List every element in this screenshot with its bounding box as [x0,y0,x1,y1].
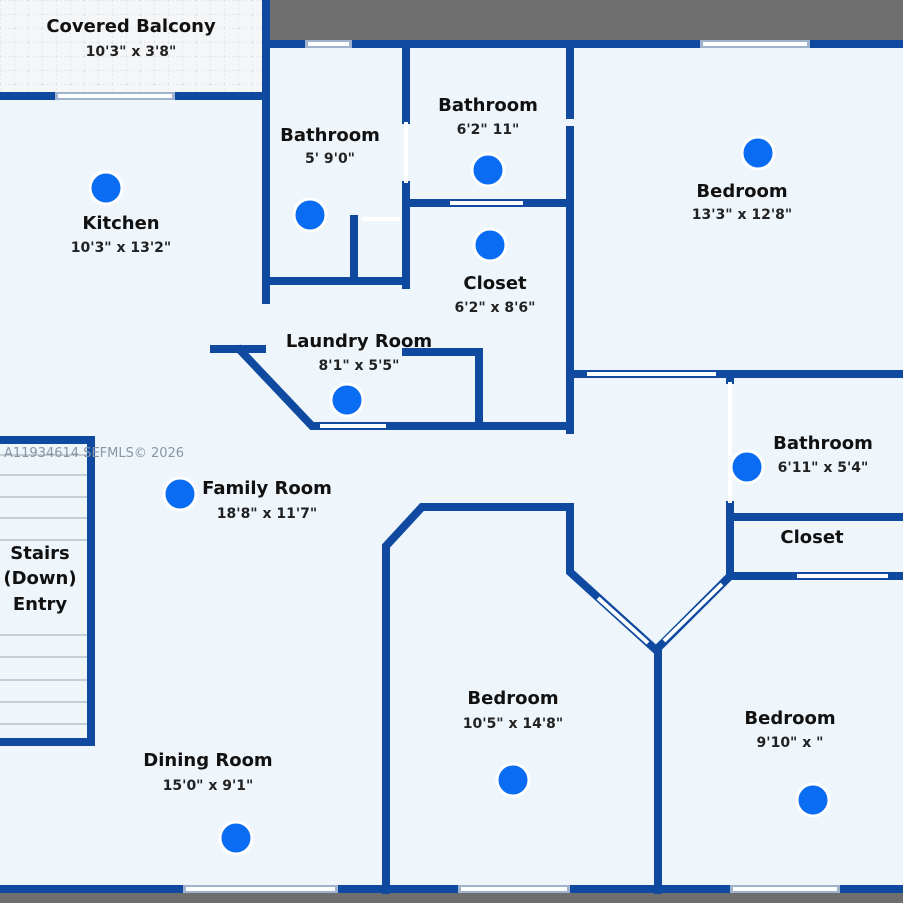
room-name: Bedroom [467,688,558,709]
room-name: Closet [780,527,844,548]
marker-bathroom-1[interactable] [292,197,328,233]
marker-kitchen[interactable] [88,170,124,206]
room-name: Dining Room [143,750,272,771]
photo-markers [88,135,831,856]
room-dim: 10'5" x 14'8" [463,716,563,732]
windows [55,40,888,893]
exterior-top [270,0,903,40]
room-dim: 6'11" x 5'4" [778,460,869,476]
marker-laundry[interactable] [329,382,365,418]
marker-family-room[interactable] [162,476,198,512]
room-dim: 13'3" x 12'8" [692,207,792,223]
marker-bathroom-3[interactable] [729,449,765,485]
room-name: Bathroom [438,95,538,116]
marker-dining-room[interactable] [218,820,254,856]
stairs [0,436,95,746]
room-name: Covered Balcony [46,16,216,37]
room-name: Bedroom [696,181,787,202]
room-name: (Down) [3,568,76,589]
room-dim: 15'0" x 9'1" [163,778,254,794]
room-name: Bedroom [744,708,835,729]
room-dim: 10'3" x 13'2" [71,240,171,256]
marker-bedroom-3[interactable] [795,782,831,818]
room-name: Closet [463,273,527,294]
room-dim: 18'8" x 11'7" [217,506,317,522]
exterior-bottom [0,893,903,903]
room-dim: 6'2" 11" [457,122,520,138]
room-dim: 9'10" x " [757,735,824,751]
balcony-tile [0,0,262,93]
marker-bathroom-2[interactable] [470,152,506,188]
marker-bedroom-2[interactable] [495,762,531,798]
room-name: Stairs [10,543,69,564]
room-name: Entry [13,594,68,615]
marker-closet[interactable] [472,227,508,263]
room-name: Kitchen [82,213,159,234]
room-dim: 10'3" x 3'8" [86,44,177,60]
room-name: Bathroom [280,125,380,146]
room-labels: Covered Balcony 10'3" x 3'8" Kitchen 10'… [3,16,872,794]
room-dim: 8'1" x 5'5" [319,358,400,374]
room-dim: 6'2" x 8'6" [455,300,536,316]
room-name: Laundry Room [286,331,432,352]
marker-bedroom-1[interactable] [740,135,776,171]
room-name: Family Room [202,478,332,499]
watermark: A11934614 SEFMLS© 2026 [4,446,184,461]
room-name: Bathroom [773,433,873,454]
room-dim: 5' 9'0" [305,151,355,167]
